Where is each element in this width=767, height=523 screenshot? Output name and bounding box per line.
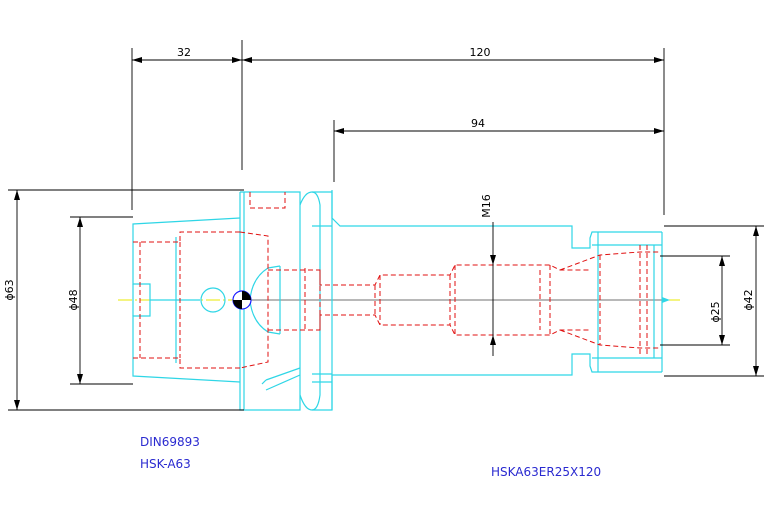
dimension-94 <box>333 120 664 182</box>
dimension-top <box>131 40 665 215</box>
dimension-dia63 <box>8 189 244 411</box>
dim-thread: M16 <box>480 194 493 218</box>
dimension-dia25 <box>660 255 730 346</box>
dim-collet-diameter: ϕ25 <box>709 301 722 322</box>
dim-overall-length: 120 <box>470 46 491 59</box>
dimension-m16 <box>490 222 496 356</box>
dim-flange-diameter: ϕ63 <box>3 279 16 300</box>
dim-flange-length: 32 <box>177 46 191 59</box>
centerline-arrow <box>662 297 670 303</box>
note-interface: HSK-A63 <box>140 457 191 471</box>
datum-symbol <box>232 290 252 310</box>
dim-nut-diameter: ϕ42 <box>742 289 755 310</box>
dimension-dia42 <box>664 225 764 377</box>
dimension-dia48 <box>70 216 133 385</box>
part-outline <box>132 190 663 411</box>
hidden-lines <box>133 192 660 369</box>
note-standard: DIN69893 <box>140 435 200 449</box>
dim-body-length: 94 <box>471 117 485 130</box>
dim-taper-diameter: ϕ48 <box>67 289 80 310</box>
note-part-number: HSKA63ER25X120 <box>491 465 601 479</box>
